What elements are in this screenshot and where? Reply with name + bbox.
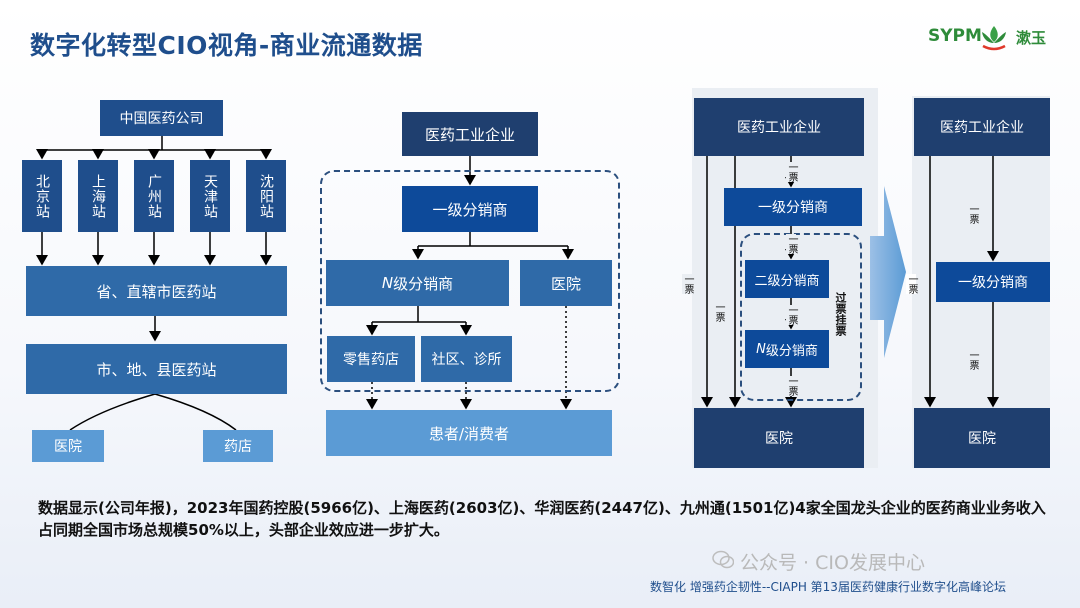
after-hospital-box: 医院 [914, 408, 1050, 468]
one-ticket-label: 一票 [906, 274, 917, 294]
one-ticket-label: 一票 [682, 274, 693, 294]
pharma-manufacturer-box: 医药工业企业 [402, 112, 538, 156]
n-letter: N [381, 274, 394, 292]
page-title: 数字化转型CIO视角-商业流通数据 [30, 31, 423, 60]
hospital-mid-box: 医院 [520, 260, 612, 306]
guo-piao-gua-piao-label: 过票挂票 [834, 292, 847, 336]
hospital-leaf-box: 医院 [32, 430, 104, 462]
n-level-label: 级分销商 [393, 274, 454, 293]
patient-consumer-box: 患者/消费者 [326, 410, 612, 456]
watermark-text: 公众号 · CIO发展中心 [740, 552, 925, 574]
province-station-box: 省、直辖市医药站 [26, 266, 287, 316]
pharmacy-leaf-box: 药店 [203, 430, 273, 462]
distribution-dashed-group [320, 170, 620, 392]
footer-text: 数智化 增强药企韧性--CIAPH 第13届医药健康行业数字化高峰论坛 [650, 580, 1006, 594]
station-shenyang-box: 沈阳站 [246, 160, 286, 232]
one-ticket-label: 一票 [786, 305, 797, 325]
logo-text-en: SYPM [928, 26, 982, 46]
lotus-logo-icon [982, 26, 1006, 51]
station-beijing-box: 北京站 [22, 160, 62, 232]
first-level-distributor-box: 一级分销商 [402, 186, 538, 232]
before-first-distributor-box: 一级分销商 [724, 188, 862, 226]
one-ticket-label: 一票 [967, 350, 978, 370]
transform-arrow-icon [870, 186, 906, 358]
before-manufacturer-box: 医药工业企业 [694, 98, 864, 156]
before-n-label: 级分销商 [765, 343, 818, 359]
guo-piao-dashed-group [740, 233, 862, 401]
summary-text: 数据显示(公司年报)，2023年国药控股(5966亿)、上海医药(2603亿)、… [38, 499, 1046, 539]
one-ticket-label: 一票 [786, 376, 797, 396]
retail-pharmacy-box: 零售药店 [327, 336, 415, 382]
city-station-box: 市、地、县医药站 [26, 344, 287, 394]
before-hospital-box: 医院 [694, 408, 864, 468]
after-manufacturer-box: 医药工业企业 [914, 98, 1050, 156]
after-first-distributor-box: 一级分销商 [936, 262, 1050, 302]
logo-text-cn: 漱玉 [1016, 29, 1047, 47]
station-guangzhou-box: 广州站 [134, 160, 174, 232]
china-pharma-company-box: 中国医药公司 [100, 100, 223, 136]
before-n-letter: N [756, 341, 766, 357]
station-tianjin-box: 天津站 [190, 160, 230, 232]
wechat-icon [712, 550, 734, 569]
station-shanghai-box: 上海站 [78, 160, 118, 232]
community-clinic-box: 社区、诊所 [421, 336, 512, 382]
one-ticket-label: 一票 [967, 204, 978, 224]
one-ticket-label: 一票 [713, 302, 724, 322]
before-second-distributor-box: 二级分销商 [745, 260, 829, 298]
one-ticket-label: 一票 [786, 234, 797, 254]
one-ticket-label: 一票 [786, 162, 797, 182]
